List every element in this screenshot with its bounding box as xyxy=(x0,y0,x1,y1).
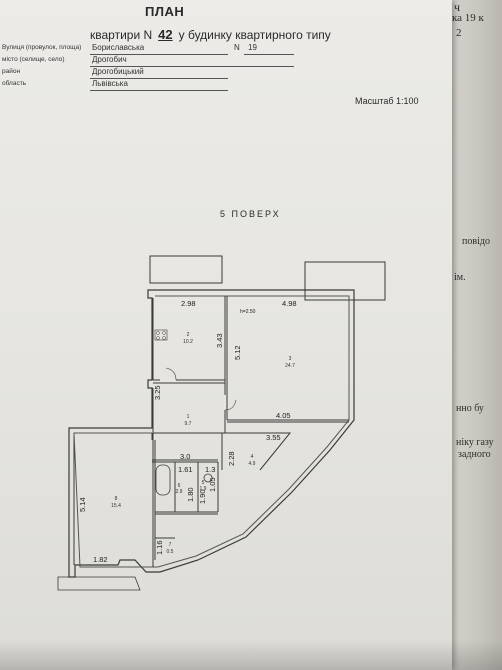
dim-label: 5.12 xyxy=(233,345,242,360)
wall-bath xyxy=(174,462,219,512)
adjacent-text: ч xyxy=(454,0,461,14)
room-area: 0.5 xyxy=(167,549,174,555)
dim-label: 3.43 xyxy=(215,333,224,348)
floor-label: 5 ПОВЕРХ xyxy=(220,209,281,219)
house-value: 19 xyxy=(248,43,257,52)
dim-label: 1.3 xyxy=(205,465,215,474)
dim-label: 2.98 xyxy=(181,299,196,308)
stove xyxy=(154,329,168,341)
room-number: 2 xyxy=(187,332,190,338)
room-area: 4.9 xyxy=(249,461,256,467)
city-label: місто (селище, село) xyxy=(2,56,65,63)
room-area: 1.9 xyxy=(200,486,207,492)
house-label: N xyxy=(234,43,240,52)
street-value: Бориславська xyxy=(92,43,145,52)
adjacent-text: нно бу xyxy=(456,403,484,414)
region-value: Львівська xyxy=(92,79,128,88)
apartment-suffix: у будинку квартирного типу xyxy=(178,28,331,42)
street-label: Вулиця (провулок, площа) xyxy=(2,44,82,51)
district-label: район xyxy=(2,68,21,75)
wall-hall-bottom xyxy=(152,459,218,463)
room-number: 1 xyxy=(187,414,190,420)
room-number: 3 xyxy=(289,356,292,362)
room-area: 10.2 xyxy=(183,339,193,345)
document-subtitle: квартири N 42 у будинку квартирного типу xyxy=(90,27,331,42)
adjacent-text: задного xyxy=(458,449,491,460)
adjacent-text: ніку газу xyxy=(456,437,494,448)
room-number: 5 xyxy=(202,480,205,486)
document-title: ПЛАН xyxy=(145,4,185,19)
ceiling-height: h=2.50 xyxy=(240,309,256,315)
apartment-prefix: квартири N xyxy=(90,28,153,42)
balcony-right xyxy=(304,261,386,301)
dim-label: 5.14 xyxy=(78,497,87,512)
toilet xyxy=(203,473,213,483)
dim-label: 4.05 xyxy=(276,411,291,420)
dim-label: 1.05 xyxy=(208,477,217,492)
room-area: 15.4 xyxy=(111,503,121,509)
dim-label: 2.28 xyxy=(227,451,236,466)
city-value: Дрогобич xyxy=(92,55,127,64)
region-label: область xyxy=(2,80,27,87)
dim-label: 1.82 xyxy=(93,555,108,564)
adjacent-text: ім. xyxy=(454,272,466,283)
dim-label: 1.90 xyxy=(198,489,207,504)
apartment-number: 42 xyxy=(158,27,173,42)
adjacent-text: 2 xyxy=(456,27,462,39)
room-number: 4 xyxy=(251,454,254,460)
dim-label: 1.61 xyxy=(178,465,193,474)
room-area: 24.7 xyxy=(285,363,295,369)
dim-label: 3.0 xyxy=(180,452,190,461)
floor-plan-drawing: 2.98 4.98 h=2.50 3.43 5.12 3.25 4.05 3.5… xyxy=(57,255,386,591)
adjacent-text: ка 19 к xyxy=(452,12,484,24)
inner-wall xyxy=(73,295,350,568)
wall-corridor xyxy=(218,432,292,471)
photo-shadow xyxy=(0,640,502,670)
room-number: 7 xyxy=(169,542,172,548)
dim-label: 3.55 xyxy=(266,433,281,442)
dim-label: 3.25 xyxy=(153,385,162,400)
room-area: 9.7 xyxy=(185,421,192,427)
room-area: 2.9 xyxy=(176,489,183,495)
balcony-bottom xyxy=(57,576,141,591)
dim-label: 1.80 xyxy=(186,487,195,502)
dim-label: 4.98 xyxy=(282,299,297,308)
bathtub xyxy=(155,464,171,496)
outer-wall xyxy=(68,289,355,578)
room-number: 8 xyxy=(115,496,118,502)
room-number: 6 xyxy=(178,483,181,489)
adjacent-text: повідо xyxy=(462,236,490,247)
dim-label: 1.16 xyxy=(155,540,164,555)
district-value: Дрогобицький xyxy=(92,67,144,76)
scale-label: Масштаб 1:100 xyxy=(355,96,419,106)
wall-living-bottom xyxy=(227,419,349,423)
balcony-left xyxy=(149,255,223,284)
